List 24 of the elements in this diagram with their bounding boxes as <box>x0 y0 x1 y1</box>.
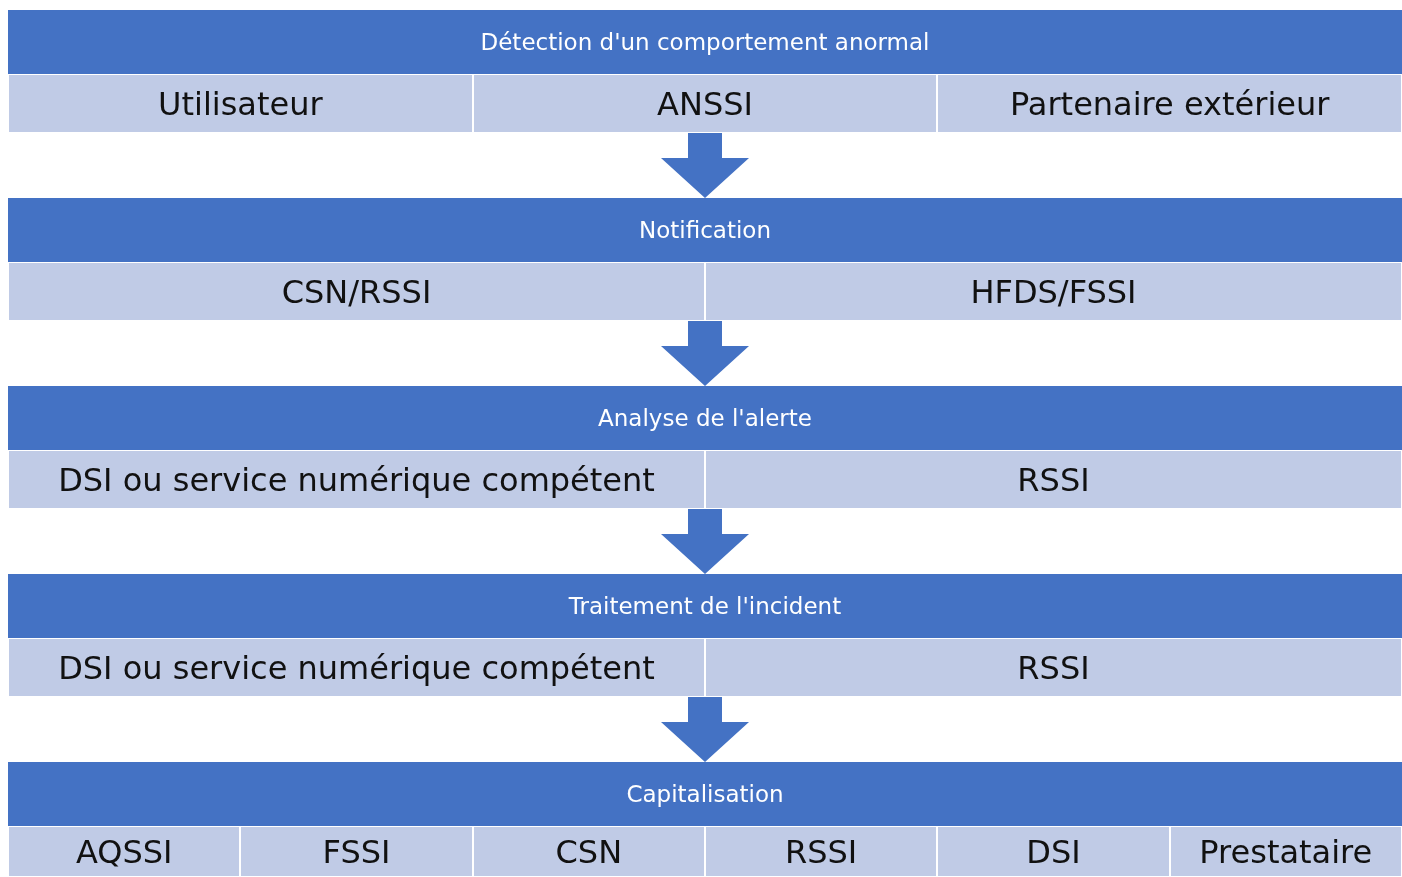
block-arrow <box>661 697 749 762</box>
actor-cell: RSSI <box>705 450 1402 509</box>
stage-header: Traitement de l'incident <box>8 574 1402 638</box>
block-arrow <box>661 133 749 198</box>
actor-cell: FSSI <box>240 826 473 877</box>
actor-cell: Prestataire <box>1169 826 1402 877</box>
stage-header: Détection d'un comportement anormal <box>8 10 1402 74</box>
stage-header: Capitalisation <box>8 762 1402 826</box>
actor-cell: DSI ou service numérique compétent <box>8 638 705 697</box>
actor-cell: Utilisateur <box>8 74 473 133</box>
actor-cell: DSI ou service numérique compétent <box>8 450 705 509</box>
stage-header: Analyse de l'alerte <box>8 386 1402 450</box>
block-arrow <box>661 509 749 574</box>
actor-cell: ANSSI <box>472 74 938 133</box>
actor-cell: Partenaire extérieur <box>937 74 1402 133</box>
actor-cell: RSSI <box>705 638 1402 697</box>
stage-header: Notification <box>8 198 1402 262</box>
actor-cell: HFDS/FSSI <box>705 262 1402 321</box>
block-arrow <box>661 321 749 386</box>
actor-cell: CSN <box>472 826 705 877</box>
actor-cell: RSSI <box>705 826 938 877</box>
actor-cell: CSN/RSSI <box>8 262 705 321</box>
actor-cell: DSI <box>937 826 1170 877</box>
actor-cell: AQSSI <box>8 826 241 877</box>
